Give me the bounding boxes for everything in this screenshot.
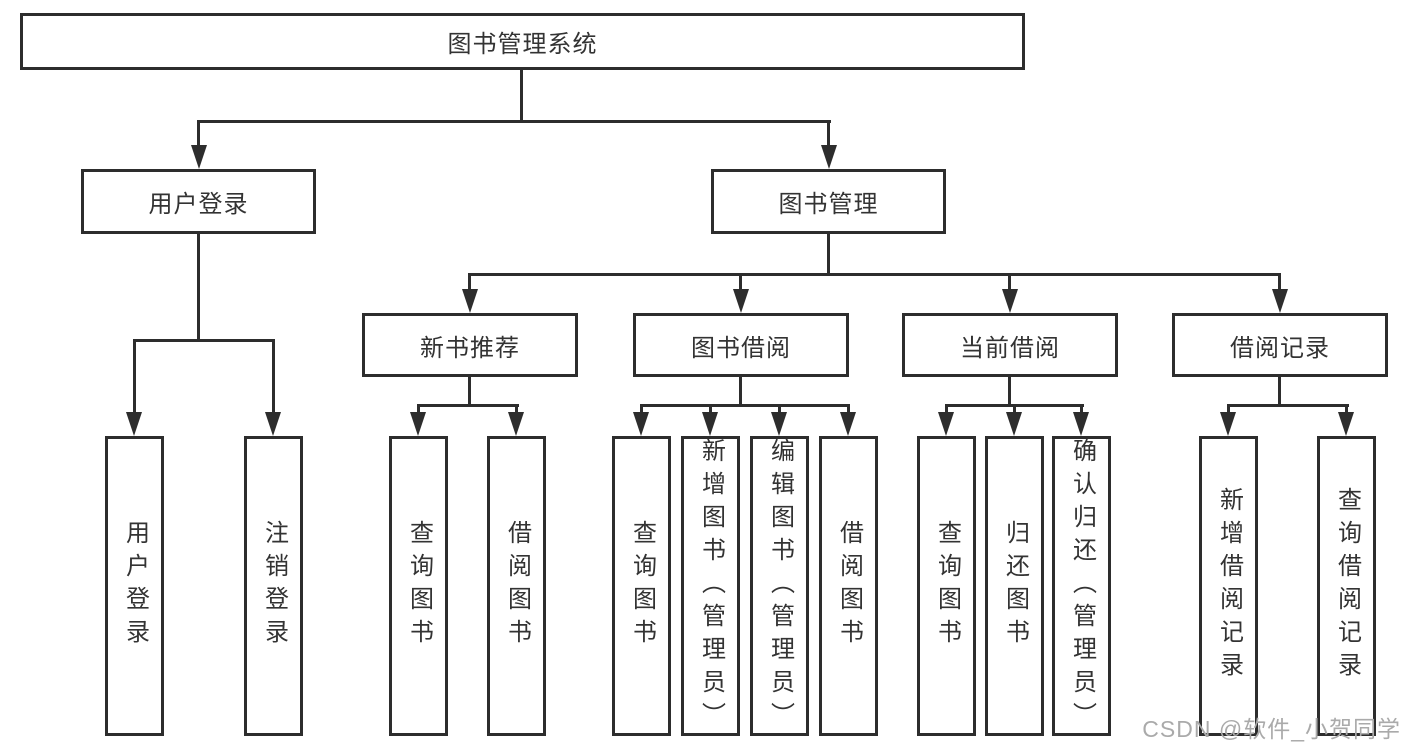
connector-line xyxy=(1008,273,1011,292)
connector-line xyxy=(520,70,523,120)
connector-arrowhead xyxy=(1220,412,1236,436)
leaf-recommend-borrow-books: 借阅图书 xyxy=(487,436,546,736)
leaf-records-query-record-label: 查询借阅记录 xyxy=(1333,487,1361,685)
node-book-borrow: 图书借阅 xyxy=(633,313,849,377)
node-current-borrow: 当前借阅 xyxy=(902,313,1118,377)
connector-arrowhead xyxy=(821,145,837,169)
leaf-borrow-add-books-admin: 新增图书（管理员） xyxy=(681,436,740,736)
node-user-login-branch: 用户登录 xyxy=(81,169,316,234)
connector-line xyxy=(468,273,1281,276)
connector-line xyxy=(1278,273,1281,292)
connector-arrowhead xyxy=(702,412,718,436)
connector-arrowhead xyxy=(938,412,954,436)
leaf-logout-label: 注销登录 xyxy=(260,520,288,652)
leaf-user-login: 用户登录 xyxy=(105,436,164,736)
connector-arrowhead xyxy=(1338,412,1354,436)
connector-arrowhead xyxy=(771,412,787,436)
connector-arrowhead xyxy=(633,412,649,436)
connector-line xyxy=(272,339,275,415)
watermark: CSDN @软件_小贺同学 xyxy=(1142,716,1401,742)
leaf-recommend-query-books-label: 查询图书 xyxy=(405,520,433,652)
leaf-user-login-label: 用户登录 xyxy=(121,520,149,652)
connector-line xyxy=(417,404,420,416)
connector-arrowhead xyxy=(1073,412,1089,436)
connector-line xyxy=(1080,404,1083,416)
node-book-management-branch: 图书管理 xyxy=(711,169,946,234)
connector-line xyxy=(197,120,200,148)
connector-arrowhead xyxy=(733,289,749,313)
connector-line xyxy=(1278,377,1281,404)
leaf-borrow-edit-books-admin: 编辑图书（管理员） xyxy=(750,436,809,736)
node-new-book-recommend: 新书推荐 xyxy=(362,313,578,377)
connector-line xyxy=(133,339,275,342)
connector-arrowhead xyxy=(508,412,524,436)
connector-line xyxy=(197,120,831,123)
connector-line xyxy=(468,377,471,404)
connector-line xyxy=(1227,404,1230,416)
leaf-borrow-borrow-books: 借阅图书 xyxy=(819,436,878,736)
connector-line xyxy=(640,404,850,407)
connector-line xyxy=(1008,377,1011,404)
leaf-current-confirm-return-admin: 确认归还（管理员） xyxy=(1052,436,1111,736)
connector-arrowhead xyxy=(126,412,142,436)
leaf-current-query-books: 查询图书 xyxy=(917,436,976,736)
leaf-borrow-borrow-books-label: 借阅图书 xyxy=(835,520,863,652)
node-borrow-records: 借阅记录 xyxy=(1172,313,1388,377)
leaf-borrow-add-books-admin-label: 新增图书（管理员） xyxy=(697,437,725,735)
leaf-current-return-books: 归还图书 xyxy=(985,436,1044,736)
leaf-current-query-books-label: 查询图书 xyxy=(933,520,961,652)
connector-line xyxy=(739,377,742,404)
connector-arrowhead xyxy=(840,412,856,436)
leaf-current-confirm-return-admin-label: 确认归还（管理员） xyxy=(1068,437,1096,735)
leaf-recommend-query-books: 查询图书 xyxy=(389,436,448,736)
connector-line xyxy=(1227,404,1349,407)
node-root: 图书管理系统 xyxy=(20,13,1025,70)
connector-line xyxy=(827,234,830,273)
connector-line xyxy=(515,404,518,416)
leaf-borrow-query-books: 查询图书 xyxy=(612,436,671,736)
connector-arrowhead xyxy=(1006,412,1022,436)
connector-line xyxy=(739,273,742,292)
connector-arrowhead xyxy=(1272,289,1288,313)
leaf-recommend-borrow-books-label: 借阅图书 xyxy=(503,520,531,652)
connector-line xyxy=(945,404,948,416)
leaf-logout: 注销登录 xyxy=(244,436,303,736)
connector-line xyxy=(640,404,643,416)
leaf-records-add-record-label: 新增借阅记录 xyxy=(1215,487,1243,685)
connector-line xyxy=(778,404,781,416)
connector-arrowhead xyxy=(1002,289,1018,313)
connector-line xyxy=(417,404,519,407)
connector-arrowhead xyxy=(410,412,426,436)
connector-line xyxy=(827,120,830,148)
connector-line xyxy=(847,404,850,416)
connector-line xyxy=(709,404,712,416)
connector-arrowhead xyxy=(191,145,207,169)
leaf-records-query-record: 查询借阅记录 xyxy=(1317,436,1376,736)
connector-arrowhead xyxy=(265,412,281,436)
leaf-borrow-edit-books-admin-label: 编辑图书（管理员） xyxy=(766,437,794,735)
leaf-current-return-books-label: 归还图书 xyxy=(1001,520,1029,652)
connector-line xyxy=(197,234,200,339)
connector-line xyxy=(133,339,136,415)
connector-arrowhead xyxy=(462,289,478,313)
connector-line xyxy=(1013,404,1016,416)
leaf-records-add-record: 新增借阅记录 xyxy=(1199,436,1258,736)
connector-line xyxy=(468,273,471,292)
connector-line xyxy=(1345,404,1348,416)
leaf-borrow-query-books-label: 查询图书 xyxy=(628,520,656,652)
